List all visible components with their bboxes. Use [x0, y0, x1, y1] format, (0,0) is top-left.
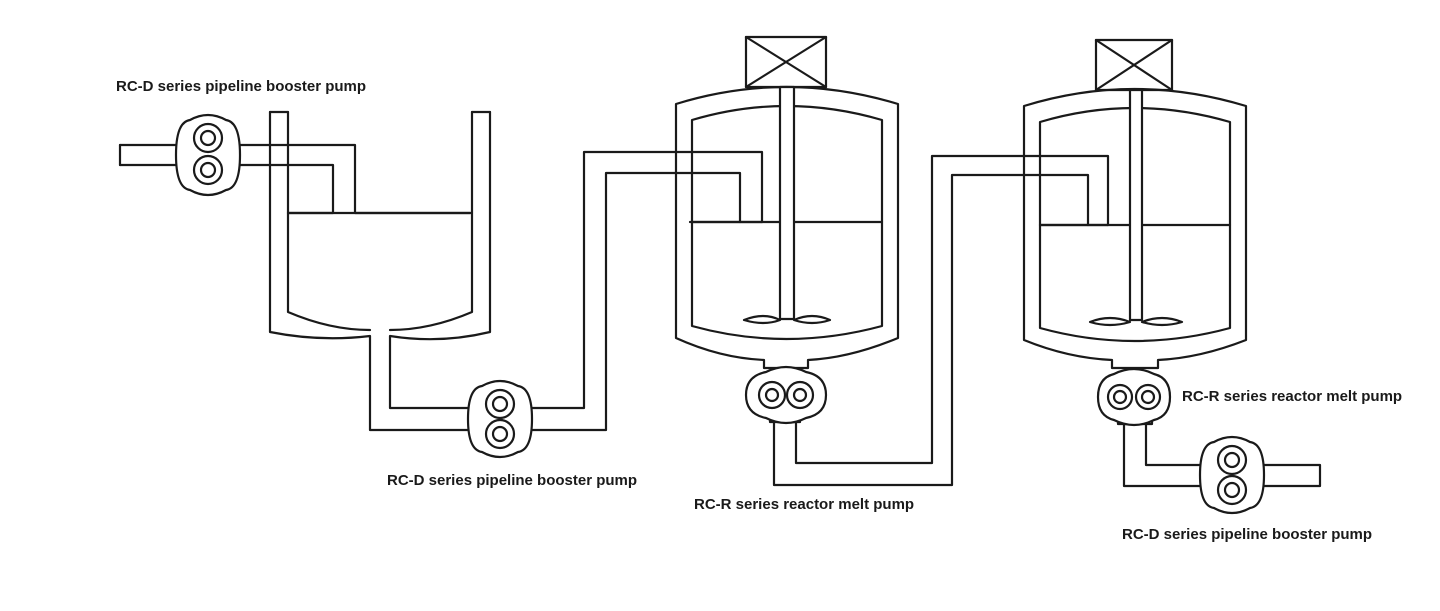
reactor-1-melt-pump-icon [744, 365, 828, 425]
outlet-booster-pump-icon [1198, 435, 1266, 515]
reactor-1-pump-label: RC-R series reactor melt pump [694, 496, 915, 513]
mixing-tank [268, 110, 492, 432]
outlet-pump-label: RC-D series pipeline booster pump [1122, 526, 1373, 543]
inlet-pump-label: RC-D series pipeline booster pump [116, 78, 367, 95]
reactor-2-pump-label: RC-R series reactor melt pump [1182, 388, 1403, 405]
reactor-2 [1022, 38, 1248, 370]
inlet-pipe [118, 143, 472, 215]
reactor-2-outlet-pipe [1122, 416, 1322, 488]
transfer-pump-label: RC-D series pipeline booster pump [387, 472, 638, 489]
reactor-2-melt-pump-icon [1096, 367, 1172, 427]
reactor-1 [674, 35, 900, 370]
transfer-pipe-1 [528, 150, 764, 432]
inlet-booster-pump-icon [174, 113, 242, 197]
transfer-booster-pump-icon [466, 379, 534, 459]
reactor-1-outlet-pipe [772, 154, 1110, 487]
